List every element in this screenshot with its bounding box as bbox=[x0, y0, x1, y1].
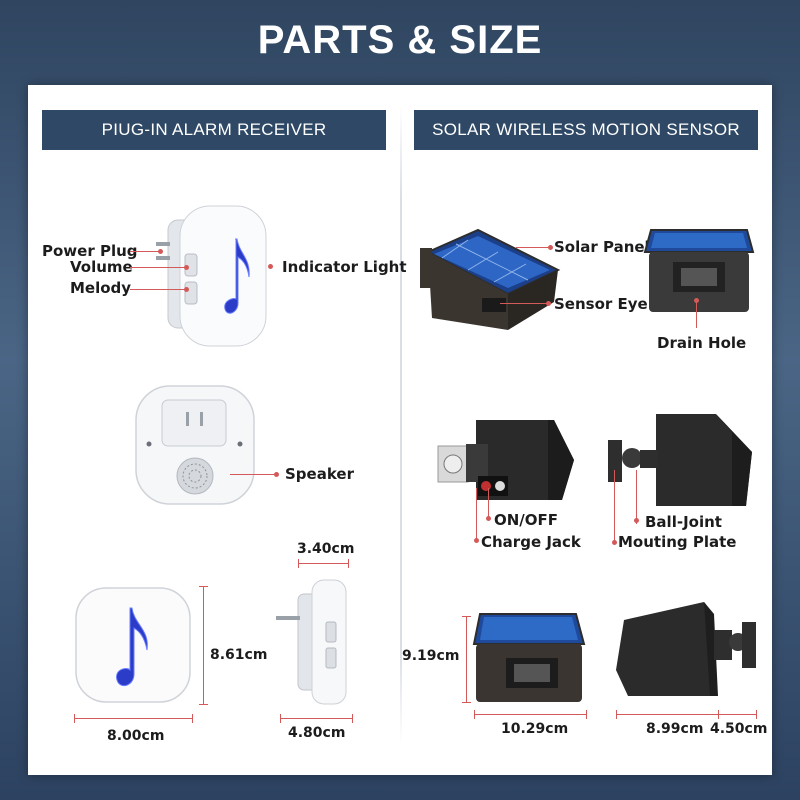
sensor-depth-dim: 8.99cm bbox=[646, 721, 704, 737]
receiver-section-header: PIUG-IN ALARM RECEIVER bbox=[42, 110, 386, 150]
melody-label: Melody bbox=[70, 279, 132, 297]
ball-joint-dot bbox=[634, 518, 639, 523]
charge-jack-leader bbox=[476, 488, 477, 540]
on-off-dot bbox=[486, 516, 491, 521]
sensor-width-line bbox=[474, 714, 586, 715]
ball-joint-label: Ball-Joint bbox=[645, 513, 722, 531]
sensor-dim-side-image bbox=[616, 602, 756, 696]
on-off-leader bbox=[488, 488, 489, 518]
melody-leader bbox=[130, 289, 186, 290]
on-off-label: ON/OFF bbox=[494, 511, 559, 529]
mounting-plate-dot bbox=[612, 540, 617, 545]
sensor-mount-tick-right bbox=[756, 710, 757, 719]
section-divider bbox=[400, 105, 402, 745]
sensor-mount-dim: 4.50cm bbox=[710, 721, 768, 737]
receiver-depth-dim: 3.40cm bbox=[297, 541, 355, 557]
sensor-solar-image bbox=[420, 228, 561, 330]
front-width-line bbox=[74, 718, 192, 719]
mounting-plate-leader bbox=[614, 470, 615, 544]
speaker-dot bbox=[274, 472, 279, 477]
melody-dot bbox=[184, 287, 189, 292]
sensor-width-tick-left bbox=[474, 710, 475, 719]
speaker-leader bbox=[230, 474, 276, 475]
volume-label: Volume bbox=[70, 258, 133, 276]
solar-panel-label: Solar Panel bbox=[554, 238, 650, 256]
mounting-plate-label: Mouting Plate bbox=[618, 533, 737, 551]
sensor-width-dim: 10.29cm bbox=[501, 721, 569, 737]
indicator-light-label: Indicator Light bbox=[282, 258, 407, 276]
indicator-light-dot bbox=[268, 264, 273, 269]
receiver-side-dim: 4.80cm bbox=[288, 725, 346, 741]
speaker-label: Speaker bbox=[285, 465, 354, 483]
power-plug-dot bbox=[158, 249, 163, 254]
sensor-height-tick-top bbox=[462, 616, 471, 617]
ball-joint-leader bbox=[636, 470, 637, 524]
front-width-tick-left bbox=[74, 714, 75, 723]
receiver-side-image bbox=[276, 579, 347, 705]
side-depth-tick-left bbox=[298, 559, 299, 568]
sensor-height-dim: 9.19cm bbox=[402, 648, 460, 664]
page-title: PARTS & SIZE bbox=[257, 18, 543, 62]
front-height-tick-bottom bbox=[199, 704, 208, 705]
sensor-section-header: SOLAR WIRELESS MOTION SENSOR bbox=[414, 110, 758, 150]
front-height-tick-top bbox=[199, 586, 208, 587]
side-width-tick-right bbox=[352, 714, 353, 723]
side-width-line bbox=[280, 718, 352, 719]
volume-leader bbox=[130, 267, 186, 268]
volume-dot bbox=[184, 265, 189, 270]
sensor-eye-dot bbox=[546, 301, 551, 306]
receiver-front-image bbox=[75, 587, 191, 703]
solar-panel-dot bbox=[548, 245, 553, 250]
sensor-eye-label: Sensor Eye bbox=[554, 295, 648, 313]
sensor-side-image bbox=[608, 414, 752, 506]
drain-hole-leader bbox=[696, 300, 697, 328]
charge-jack-dot bbox=[474, 538, 479, 543]
sensor-back-image bbox=[437, 420, 574, 500]
sensor-eye-leader bbox=[500, 303, 548, 304]
sensor-depth-line bbox=[616, 714, 718, 715]
music-note-icon bbox=[224, 238, 250, 314]
sensor-height-tick-bottom bbox=[462, 702, 471, 703]
sensor-depth-tick-left bbox=[616, 710, 617, 719]
receiver-angled-image bbox=[156, 205, 267, 347]
sensor-mount-line bbox=[718, 714, 756, 715]
drain-hole-dot bbox=[694, 298, 699, 303]
receiver-width-dim: 8.00cm bbox=[107, 728, 165, 744]
sensor-dim-front-image bbox=[472, 613, 586, 702]
receiver-height-dim: 8.61cm bbox=[210, 647, 268, 663]
charge-jack-label: Charge Jack bbox=[481, 533, 581, 551]
front-width-tick-right bbox=[192, 714, 193, 723]
sensor-width-tick-right bbox=[586, 710, 587, 719]
power-plug-label: Power Plug bbox=[42, 242, 138, 260]
receiver-back-image bbox=[135, 385, 255, 505]
power-plug-leader bbox=[130, 251, 160, 252]
side-width-tick-left bbox=[280, 714, 281, 723]
drain-hole-label: Drain Hole bbox=[657, 334, 747, 352]
sensor-height-line bbox=[466, 616, 467, 702]
front-height-line bbox=[203, 586, 204, 704]
solar-panel-leader bbox=[516, 247, 550, 248]
side-depth-line bbox=[298, 563, 348, 564]
sensor-front-image bbox=[643, 229, 755, 312]
side-depth-tick-right bbox=[348, 559, 349, 568]
